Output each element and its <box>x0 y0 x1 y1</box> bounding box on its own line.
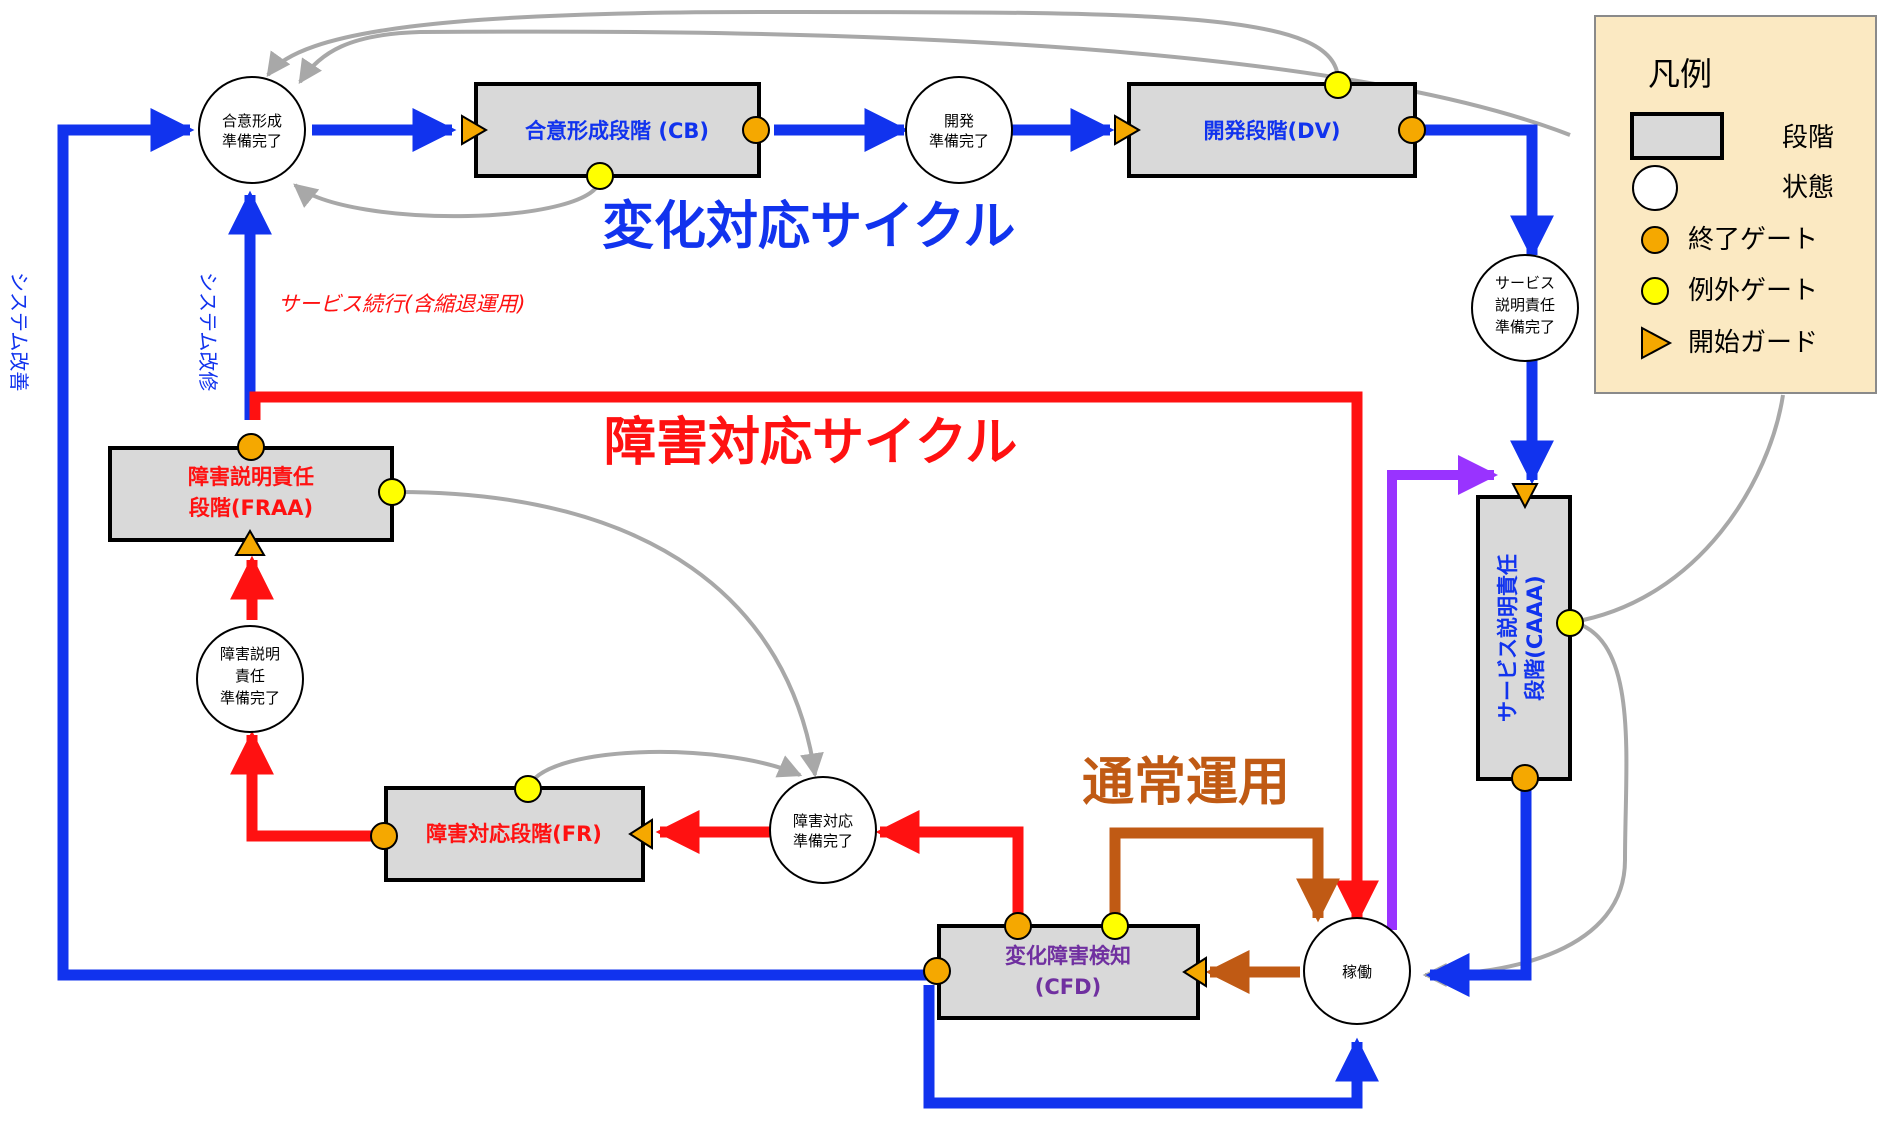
state-fail-acct-ready-line2: 責任 <box>235 667 265 685</box>
failure-cycle-title: 障害対応サイクル <box>604 413 1017 473</box>
state-svc-ready-line1: サービス <box>1495 274 1555 292</box>
end-gate-fr <box>370 822 398 850</box>
phase-fraa: 障害説明責任 段階(FRAA) <box>108 446 394 542</box>
state-operation-label: 稼働 <box>1342 963 1372 981</box>
phase-cb-label: 合意形成段階 (CB) <box>525 119 709 143</box>
legend-phase-label: 段階 <box>1782 123 1834 153</box>
state-dev-ready-line2: 準備完了 <box>929 132 989 150</box>
phase-caaa-label-line1: サービス説明責任 <box>1496 554 1520 722</box>
state-fail-resp-ready-line2: 準備完了 <box>793 832 853 850</box>
exception-arrow-cb-to-cb-ready <box>293 177 602 219</box>
exception-paths <box>266 9 1785 987</box>
phase-caaa-label-line2: 段階(CAAA) <box>1523 575 1547 700</box>
phase-cfd-label-line2: (CFD) <box>1035 975 1101 999</box>
state-fail-acct-ready-line3: 準備完了 <box>220 689 280 707</box>
change-cycle-paths <box>57 108 1554 1109</box>
system-improve-inner-label: システム改修 <box>196 272 220 391</box>
exception-gate-cb <box>586 162 614 190</box>
legend-start-guard-swatch <box>1641 326 1673 360</box>
end-gate-fraa <box>237 433 265 461</box>
legend-end-gate-label: 終了ゲート <box>1688 225 1818 255</box>
system-improve-outer-label: システム改善 <box>7 272 31 391</box>
start-guard-caaa <box>1511 483 1539 510</box>
arrow-fr-to-fail-acct-ready <box>230 730 383 842</box>
change-cycle-title: 変化対応サイクル <box>602 197 1015 257</box>
start-guard-dv <box>1114 114 1141 146</box>
arrow-cfd-normal-loop <box>1109 827 1340 925</box>
normal-operation-paths <box>1109 827 1340 994</box>
end-gate-cfd-left <box>923 957 951 985</box>
arrow-fraa-service-continue <box>249 391 1379 925</box>
state-svc-ready-line2: 説明責任 <box>1495 296 1555 314</box>
start-guard-cb <box>461 114 488 146</box>
failure-cycle-paths <box>230 391 1379 925</box>
arrow-cfd-to-operation <box>923 985 1379 1109</box>
state-fail-acct-ready-line1: 障害説明 <box>220 645 280 663</box>
exception-arrow-caaa-to-cb-ready <box>298 29 1571 137</box>
end-gate-cfd-top <box>1004 912 1032 940</box>
exception-gate-fraa <box>378 478 406 506</box>
end-gate-dv <box>1398 116 1426 144</box>
arrow-dv-to-svc-ready <box>1418 124 1554 260</box>
phase-dv-label: 開発段階(DV) <box>1204 119 1341 143</box>
phase-fraa-label-line1: 障害説明責任 <box>188 465 314 489</box>
state-cb-ready-line1: 合意形成 <box>222 112 282 130</box>
state-fail-resp-ready: 障害対応 準備完了 <box>769 776 877 884</box>
phase-caaa: サービス説明責任 段階(CAAA) <box>1476 495 1572 781</box>
exception-arrow-fraa-to-fr-ready <box>397 490 824 778</box>
service-continue-label: サービス続行(含縮退運用) <box>278 292 525 316</box>
exception-gates <box>378 71 1584 940</box>
exception-arrow-dv-to-cb-ready <box>266 9 1340 81</box>
end-gate-caaa <box>1511 764 1539 792</box>
state-fail-acct-ready: 障害説明 責任 準備完了 <box>196 625 304 733</box>
legend-start-guard-label: 開始ガード <box>1688 328 1818 358</box>
start-guard-fraa <box>234 529 266 556</box>
state-svc-ready: サービス 説明責任 準備完了 <box>1471 254 1579 362</box>
exception-gate-dv <box>1324 71 1352 99</box>
start-guard-cfd <box>1182 956 1207 988</box>
state-cb-ready-line2: 準備完了 <box>222 132 282 150</box>
exception-gate-caaa <box>1556 609 1584 637</box>
exception-arrow-caaa-to-operation <box>1422 620 1629 987</box>
legend-state-swatch <box>1632 165 1678 211</box>
phase-dv: 開発段階(DV) <box>1127 82 1417 178</box>
legend-phase-swatch <box>1630 112 1724 160</box>
state-operation: 稼働 <box>1303 917 1411 1025</box>
phase-cfd: 変化障害検知 (CFD) <box>937 924 1200 1020</box>
phase-cb: 合意形成段階 (CB) <box>474 82 761 178</box>
state-dev-ready: 開発 準備完了 <box>905 76 1013 184</box>
arrow-operation-to-caaa <box>1387 455 1498 930</box>
normal-operation-title: 通常運用 <box>1082 753 1290 813</box>
exception-arrow-legend-curve <box>1572 394 1785 624</box>
legend-end-gate-swatch <box>1641 226 1669 254</box>
phase-cfd-label-line1: 変化障害検知 <box>1005 944 1131 968</box>
arrow-cfd-system-improve <box>57 108 937 981</box>
legend-title: 凡例 <box>1648 55 1712 93</box>
start-guard-fr <box>628 818 653 850</box>
start-guards <box>234 114 1539 988</box>
end-gate-cb <box>742 116 770 144</box>
legend-exception-gate-swatch <box>1641 277 1669 305</box>
legend-exception-gate-label: 例外ゲート <box>1688 276 1818 306</box>
legend: 凡例 段階 状態 終了ゲート 例外ゲート 開始ガード <box>1594 15 1877 394</box>
legend-state-label: 状態 <box>1782 173 1834 203</box>
state-svc-ready-line3: 準備完了 <box>1495 318 1555 336</box>
state-cb-ready: 合意形成 準備完了 <box>198 76 306 184</box>
phase-fr-label: 障害対応段階(FR) <box>426 822 602 846</box>
exception-arrow-fr-to-fr-ready <box>526 749 803 790</box>
state-fail-resp-ready-line1: 障害対応 <box>793 812 853 830</box>
exception-gate-cfd <box>1101 912 1129 940</box>
phase-fr: 障害対応段階(FR) <box>384 786 645 882</box>
state-dev-ready-line1: 開発 <box>944 112 974 130</box>
end-gates <box>237 116 1539 985</box>
exception-gate-fr <box>514 775 542 803</box>
arrow-caaa-to-operation <box>1425 780 1532 997</box>
phase-fraa-label-line2: 段階(FRAA) <box>189 496 313 520</box>
arrow-cfd-to-fr-ready <box>875 810 1024 925</box>
